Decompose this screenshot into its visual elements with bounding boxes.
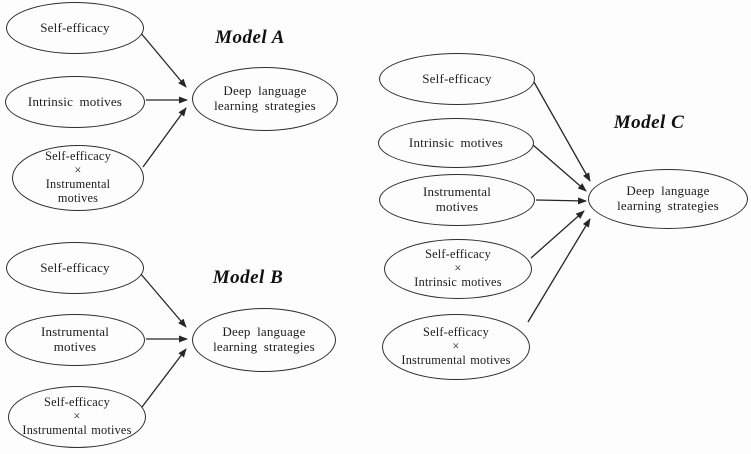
node-b-interaction: Self-efficacy × Instrumental motives xyxy=(8,386,146,448)
node-a-intrinsic-motives-label: Intrinsic motives xyxy=(27,93,123,109)
arrow-b-interaction-to-outcome xyxy=(141,348,187,408)
node-c-intrinsic-motives-label: Intrinsic motives xyxy=(408,134,504,150)
node-c-instrumental-motives: Instrumental motives xyxy=(379,174,535,226)
node-c-outcome: Deep language learning strategies xyxy=(588,169,748,229)
node-b-outcome-label: Deep language learning strategies xyxy=(213,324,315,354)
node-b-self-efficacy: Self-efficacy xyxy=(6,242,144,294)
node-a-self-efficacy-label: Self-efficacy xyxy=(40,19,110,35)
node-b-self-efficacy-label: Self-efficacy xyxy=(40,259,110,275)
node-c-self-efficacy: Self-efficacy xyxy=(379,53,535,105)
node-b-instrumental-motives-label: Instrumental motives xyxy=(40,324,110,354)
node-a-self-efficacy: Self-efficacy xyxy=(6,2,144,54)
arrow-c-intrinsic-to-outcome xyxy=(532,144,587,192)
arrow-a-interaction-to-outcome xyxy=(142,107,187,168)
arrow-c-interaction-intrinsic-to-outcome xyxy=(530,210,585,259)
node-a-intrinsic-motives: Intrinsic motives xyxy=(5,76,145,128)
node-a-interaction: Self-efficacy × Instrumental motives xyxy=(12,145,144,211)
model-a-title: Model A xyxy=(215,27,285,48)
node-c-instrumental-motives-label: Instrumental motives xyxy=(422,184,492,214)
node-a-outcome-label: Deep language learning strategies xyxy=(214,83,316,113)
arrow-b-self-efficacy-to-outcome xyxy=(139,272,187,328)
model-b-title: Model B xyxy=(212,267,284,288)
node-a-outcome: Deep language learning strategies xyxy=(192,67,338,131)
node-c-interaction-instrumental-label: Self-efficacy × Instrumental motives xyxy=(401,325,511,367)
node-c-interaction-instrumental: Self-efficacy × Instrumental motives xyxy=(382,314,530,380)
arrow-c-self-efficacy-to-outcome xyxy=(533,81,591,182)
arrow-c-interaction-instrumental-to-outcome xyxy=(527,218,591,323)
node-b-instrumental-motives: Instrumental motives xyxy=(5,314,145,366)
node-c-outcome-label: Deep language learning strategies xyxy=(617,183,719,213)
node-c-interaction-intrinsic: Self-efficacy × Intrinsic motives xyxy=(384,239,532,299)
node-c-intrinsic-motives: Intrinsic motives xyxy=(378,118,534,168)
node-c-self-efficacy-label: Self-efficacy xyxy=(422,70,492,86)
node-b-interaction-label: Self-efficacy × Instrumental motives xyxy=(22,395,132,437)
arrow-a-self-efficacy-to-outcome xyxy=(139,31,187,88)
arrow-c-instrumental-to-outcome xyxy=(535,197,587,205)
node-c-interaction-intrinsic-label: Self-efficacy × Intrinsic motives xyxy=(414,247,502,289)
model-c-title: Model C xyxy=(613,112,685,133)
node-b-outcome: Deep language learning strategies xyxy=(192,308,336,372)
node-a-interaction-label: Self-efficacy × Instrumental motives xyxy=(45,149,111,205)
